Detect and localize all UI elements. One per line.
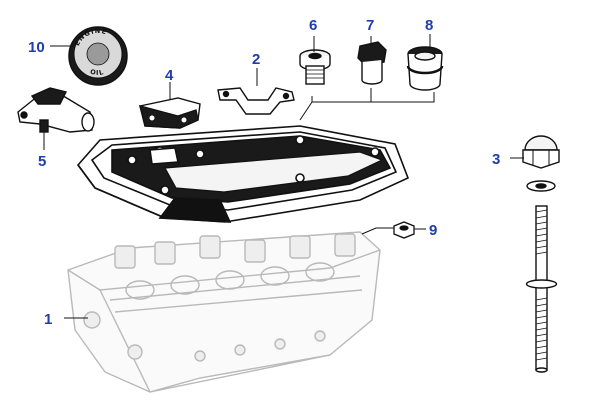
callout-3: 3 (492, 151, 500, 168)
banjo-bolt-part (299, 49, 331, 85)
cap-nut-part (522, 135, 560, 169)
rocker-arm-part (17, 87, 95, 133)
callout-1: 1 (44, 311, 52, 328)
callout-9: 9 (429, 222, 437, 239)
callout-labels: 1 2 3 4 5 6 7 8 9 10 (28, 17, 500, 328)
plug-part (357, 41, 387, 85)
callout-2: 2 (252, 51, 260, 68)
callout-4: 4 (165, 67, 174, 84)
callout-7: 7 (366, 17, 374, 34)
leader-lines (43, 34, 524, 319)
washer-part (526, 180, 556, 192)
valve-cover-part (76, 125, 410, 223)
stud-part (525, 205, 558, 373)
oil-filler-cap-part: ENGINE OIL (68, 26, 128, 86)
callout-10: 10 (28, 39, 45, 56)
oil-cap-text-bottom: OIL (89, 68, 105, 77)
callout-6: 6 (309, 17, 317, 34)
cylinder-head-part (67, 231, 381, 393)
callout-5: 5 (38, 153, 46, 170)
bracket-part (217, 87, 295, 115)
hex-nut-part (393, 221, 415, 239)
breather-cover-part (139, 97, 201, 129)
sealed-plug-part (406, 46, 444, 91)
callout-8: 8 (425, 17, 433, 34)
